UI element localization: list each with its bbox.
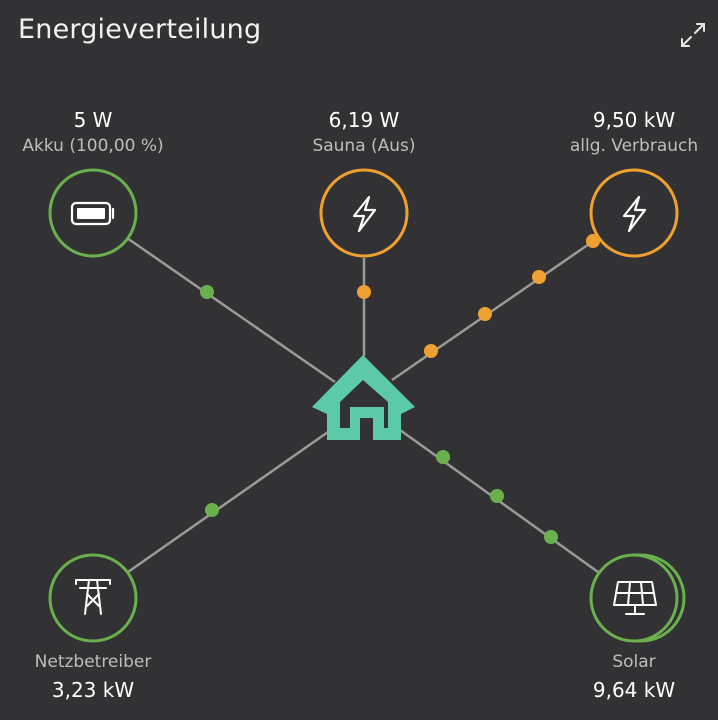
consumption-label: allg. Verbrauch bbox=[569, 136, 699, 156]
solar-value: 9,64 kW bbox=[592, 678, 676, 702]
house-icon bbox=[312, 355, 415, 440]
lightning-icon bbox=[352, 195, 377, 233]
sauna-text: 6,19 W Sauna (Aus) bbox=[264, 108, 464, 156]
grid-text: Netzbetreiber 3,23 kW bbox=[0, 652, 186, 702]
battery-icon bbox=[70, 201, 115, 226]
sauna-node[interactable] bbox=[319, 168, 409, 258]
flow-dot bbox=[357, 285, 371, 299]
sauna-label: Sauna (Aus) bbox=[312, 136, 416, 156]
flow-dot bbox=[490, 489, 504, 503]
consumption-node[interactable] bbox=[589, 168, 679, 258]
flow-line-consumption bbox=[391, 240, 593, 382]
consumption-text: 9,50 kW allg. Verbrauch bbox=[554, 108, 714, 156]
lightning-icon bbox=[622, 195, 647, 233]
flow-dot bbox=[200, 285, 214, 299]
grid-value: 3,23 kW bbox=[51, 678, 135, 702]
power-pole-icon bbox=[75, 579, 111, 615]
flow-dot bbox=[532, 270, 546, 284]
consumption-value: 9,50 kW bbox=[592, 108, 676, 132]
solar-panel-icon bbox=[613, 581, 657, 615]
flow-dot bbox=[586, 234, 600, 248]
flow-dot bbox=[544, 530, 558, 544]
solar-label: Solar bbox=[612, 652, 656, 672]
solar-node[interactable] bbox=[589, 553, 686, 643]
flow-line-battery bbox=[126, 236, 336, 384]
grid-label: Netzbetreiber bbox=[34, 652, 152, 672]
sauna-value: 6,19 W bbox=[328, 108, 400, 132]
battery-text: 5 W Akku (100,00 %) bbox=[0, 108, 186, 156]
flow-dot bbox=[424, 344, 438, 358]
battery-node[interactable] bbox=[48, 168, 138, 258]
battery-value: 5 W bbox=[73, 108, 113, 132]
card-title: Energieverteilung bbox=[18, 14, 262, 45]
battery-label: Akku (100,00 %) bbox=[22, 136, 164, 156]
flow-line-grid bbox=[127, 430, 329, 574]
flow-dot bbox=[478, 307, 492, 321]
grid-node[interactable] bbox=[48, 553, 138, 643]
flow-dot bbox=[205, 503, 219, 517]
solar-text: Solar 9,64 kW bbox=[560, 652, 708, 702]
expand-icon[interactable] bbox=[680, 22, 706, 48]
flow-dot bbox=[436, 450, 450, 464]
